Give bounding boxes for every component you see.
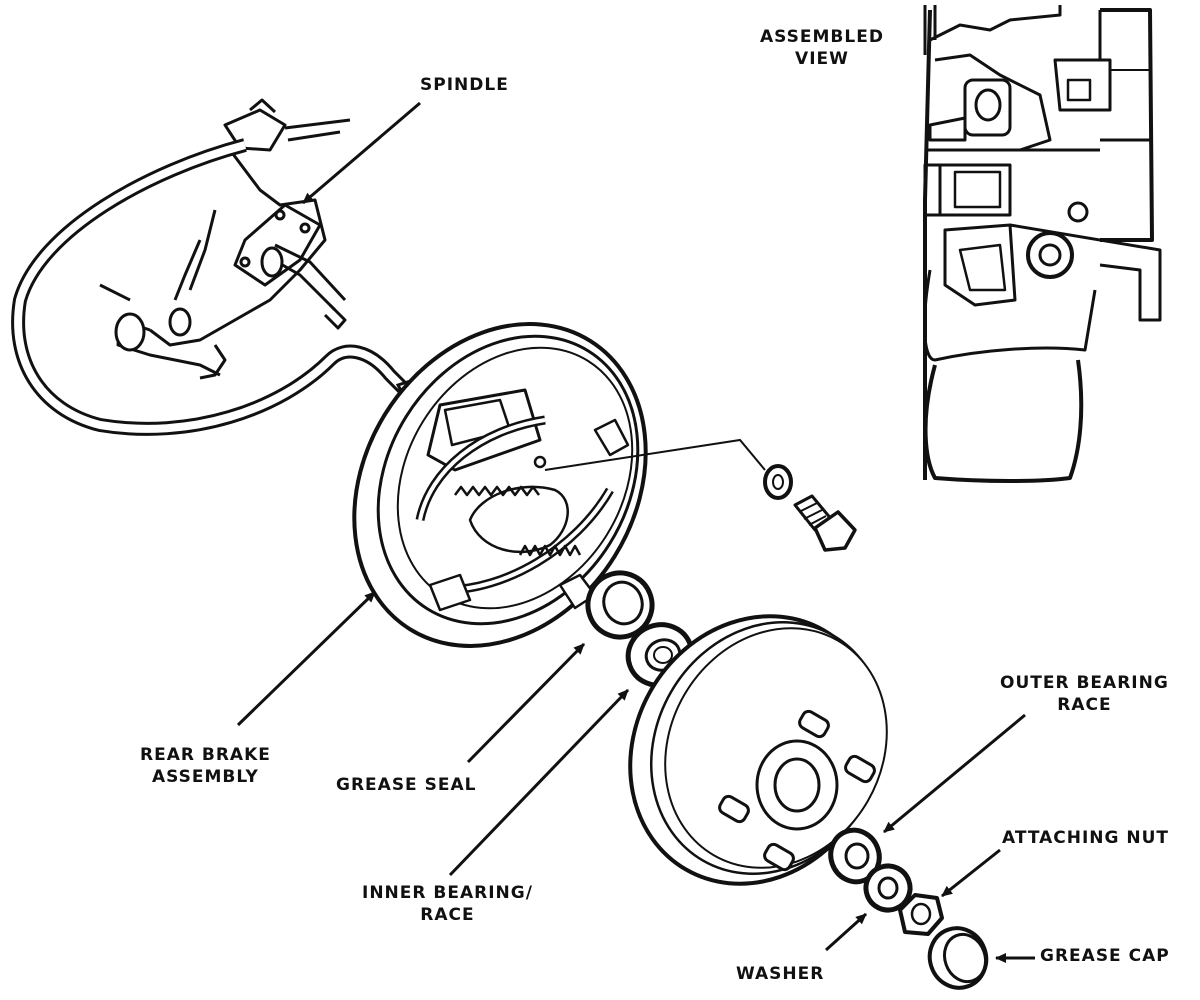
label-inner-bearing-race: INNER BEARING/ RACE	[362, 883, 533, 925]
label-attaching-nut: ATTACHING NUT	[1002, 828, 1170, 848]
label-grease-cap: GREASE CAP	[1040, 946, 1170, 966]
label-outer-bearing-race: OUTER BEARING RACE	[1000, 673, 1169, 715]
brake-cable	[11, 138, 435, 436]
label-assembled-view: ASSEMBLED VIEW	[760, 27, 884, 69]
outer-bearing-part	[828, 827, 882, 885]
grease-seal-part	[585, 570, 655, 640]
label-spindle: SPINDLE	[420, 75, 509, 95]
label-rear-brake-assembly: REAR BRAKE ASSEMBLY	[140, 745, 271, 787]
assembled-view-drawing	[923, 5, 1162, 483]
attaching-nut-part	[898, 893, 944, 936]
washer-part	[863, 863, 913, 913]
grease-cap-part	[927, 926, 989, 990]
brake-drum	[628, 614, 888, 886]
lock-washer-and-bolt	[763, 464, 857, 552]
label-grease-seal: GREASE SEAL	[336, 775, 477, 795]
rear-brake-assembly	[352, 322, 648, 648]
label-washer: WASHER	[736, 964, 825, 984]
spindle-knuckle	[99, 98, 351, 380]
leader-arrows	[236, 101, 1035, 963]
